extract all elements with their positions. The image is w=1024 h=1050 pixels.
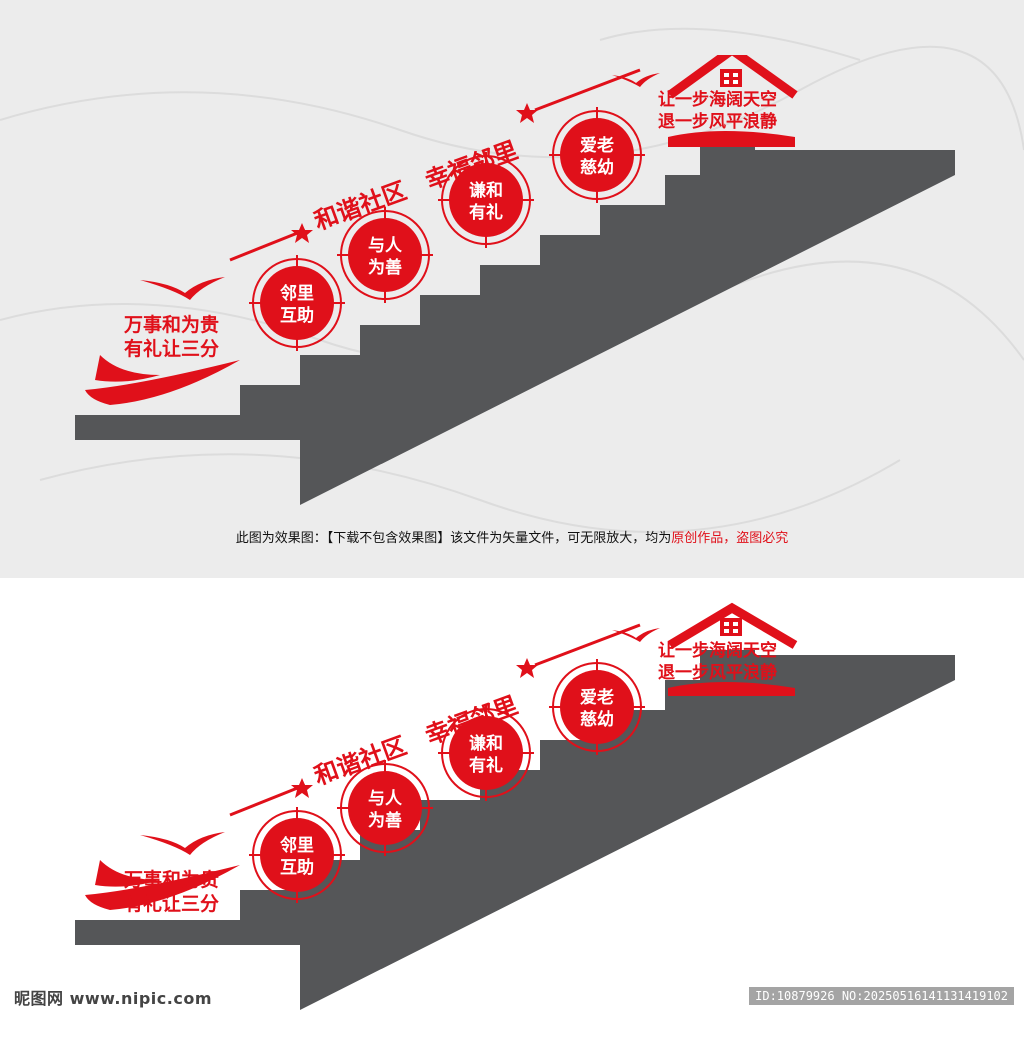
badge: 爱老 慈幼 [549, 107, 645, 203]
star-icon [516, 658, 538, 678]
staircase-shape [75, 145, 955, 505]
house-sign: 让一步海阔天空 退一步风平浪静 [658, 602, 798, 696]
badge-text: 慈幼 [580, 709, 614, 730]
banner-line [229, 783, 306, 817]
slogan-right-line2: 退一步风平浪静 [658, 111, 777, 132]
caption-warning: 原创作品，盗图必究 [671, 531, 789, 546]
artwork-top: 和谐社区 幸福邻里 让一步海阔天空 退一步风平浪静 万事和为贵 有礼让三分 [0, 55, 1024, 525]
badge-text: 谦和 [469, 733, 503, 754]
red-ribbon-decoration [85, 860, 240, 910]
badge-text: 邻里 [280, 283, 314, 304]
badge-text: 爱老 [580, 135, 614, 156]
image-id-watermark: ID:10879926 NO:20250516141131419102 [749, 987, 1014, 1005]
badge: 谦和 有礼 [438, 705, 534, 801]
artwork-bottom: 和谐社区 幸福邻里 让一步海阔天空 退一步风平浪静 万事和为贵 有礼让三分 [0, 580, 1024, 1050]
badge: 与人 为善 [337, 760, 433, 856]
caption-text: 此图为效果图：【下载不包含效果图】该文件为矢量文件，可无限放大，均为 [235, 531, 672, 546]
bird-icon [612, 628, 660, 642]
star-icon [291, 778, 313, 798]
slogan-right-line2: 退一步风平浪静 [658, 662, 777, 683]
banner-line [534, 623, 641, 667]
star-icon [291, 223, 313, 243]
house-sign: 让一步海阔天空 退一步风平浪静 [658, 55, 798, 147]
badge: 爱老 慈幼 [549, 659, 645, 755]
badge: 与人 为善 [337, 207, 433, 303]
slogan-left-line2: 有礼让三分 [124, 892, 219, 915]
badge-text: 有礼 [469, 202, 503, 223]
badge-text: 有礼 [469, 755, 503, 776]
site-watermark: 昵图网 www.nipic.com [14, 989, 212, 1008]
window-icon [720, 69, 742, 87]
bird-icon [140, 277, 225, 300]
staircase-shape [75, 650, 955, 1010]
badge-text: 与人 [368, 789, 403, 809]
banner-line [229, 228, 306, 262]
slogan-right-line1: 让一步海阔天空 [658, 640, 777, 661]
badge-text: 为善 [368, 257, 402, 278]
badge-text: 为善 [368, 810, 402, 831]
badge: 邻里 互助 [249, 807, 345, 903]
badge-text: 谦和 [469, 180, 503, 201]
badge-text: 互助 [280, 305, 314, 326]
bird-icon [140, 832, 225, 855]
badge-text: 慈幼 [580, 157, 614, 178]
badge-text: 与人 [368, 236, 403, 256]
badge-text: 爱老 [580, 687, 614, 708]
slogan-left-line2: 有礼让三分 [124, 337, 219, 360]
slogan-left-line1: 万事和为贵 [123, 313, 219, 336]
badge-text: 邻里 [280, 835, 314, 856]
badge-text: 互助 [280, 857, 314, 878]
star-icon [516, 103, 538, 123]
window-icon [720, 618, 742, 636]
slogan-left-line1: 万事和为贵 [123, 868, 219, 891]
badge: 邻里 互助 [249, 255, 345, 351]
caption: 此图为效果图：【下载不包含效果图】该文件为矢量文件，可无限放大，均为原创作品，盗… [0, 527, 1024, 546]
red-ribbon-decoration [85, 355, 240, 405]
badge: 谦和 有礼 [438, 152, 534, 248]
slogan-right-line1: 让一步海阔天空 [658, 89, 777, 110]
bird-icon [612, 73, 660, 87]
banner-line [534, 68, 641, 112]
